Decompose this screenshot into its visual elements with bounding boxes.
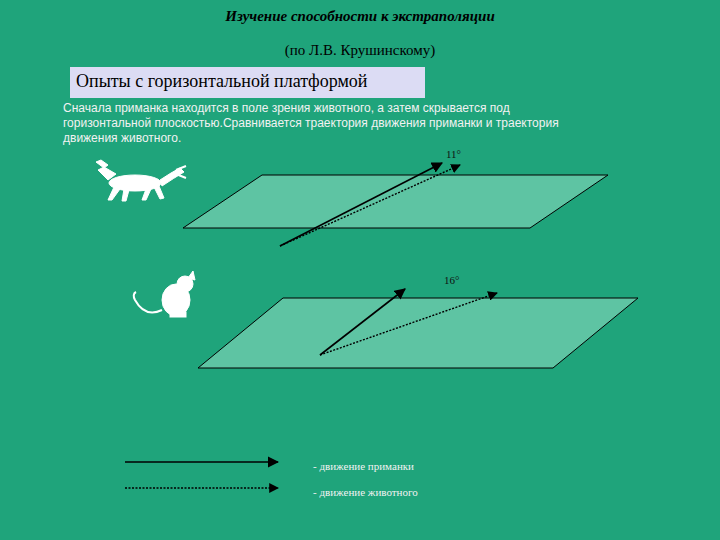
description-note: Сначала приманка находится в поле зрения… bbox=[63, 101, 598, 146]
animal-path bbox=[280, 165, 460, 246]
legend-text: - движение животного bbox=[313, 486, 418, 498]
animal-path bbox=[320, 293, 497, 355]
legend-sample bbox=[125, 487, 278, 488]
platform bbox=[198, 298, 638, 368]
header-box: Опыты с горизонтальной платформой bbox=[70, 67, 425, 98]
legend-text: - движение приманки bbox=[313, 460, 414, 472]
angle-label: 11° bbox=[446, 148, 461, 160]
dog-icon bbox=[96, 160, 186, 201]
title: Изучение способности к экстраполяции bbox=[0, 8, 720, 25]
box-text: Опыты с горизонтальной платформой bbox=[76, 71, 419, 92]
rat-icon bbox=[134, 271, 195, 317]
bait-path bbox=[320, 289, 405, 355]
legend-sample bbox=[125, 461, 278, 463]
subtitle: (по Л.В. Крушинскому) bbox=[0, 42, 720, 59]
platform bbox=[183, 175, 608, 228]
bait-path bbox=[280, 163, 442, 246]
angle-label: 16° bbox=[444, 274, 459, 286]
